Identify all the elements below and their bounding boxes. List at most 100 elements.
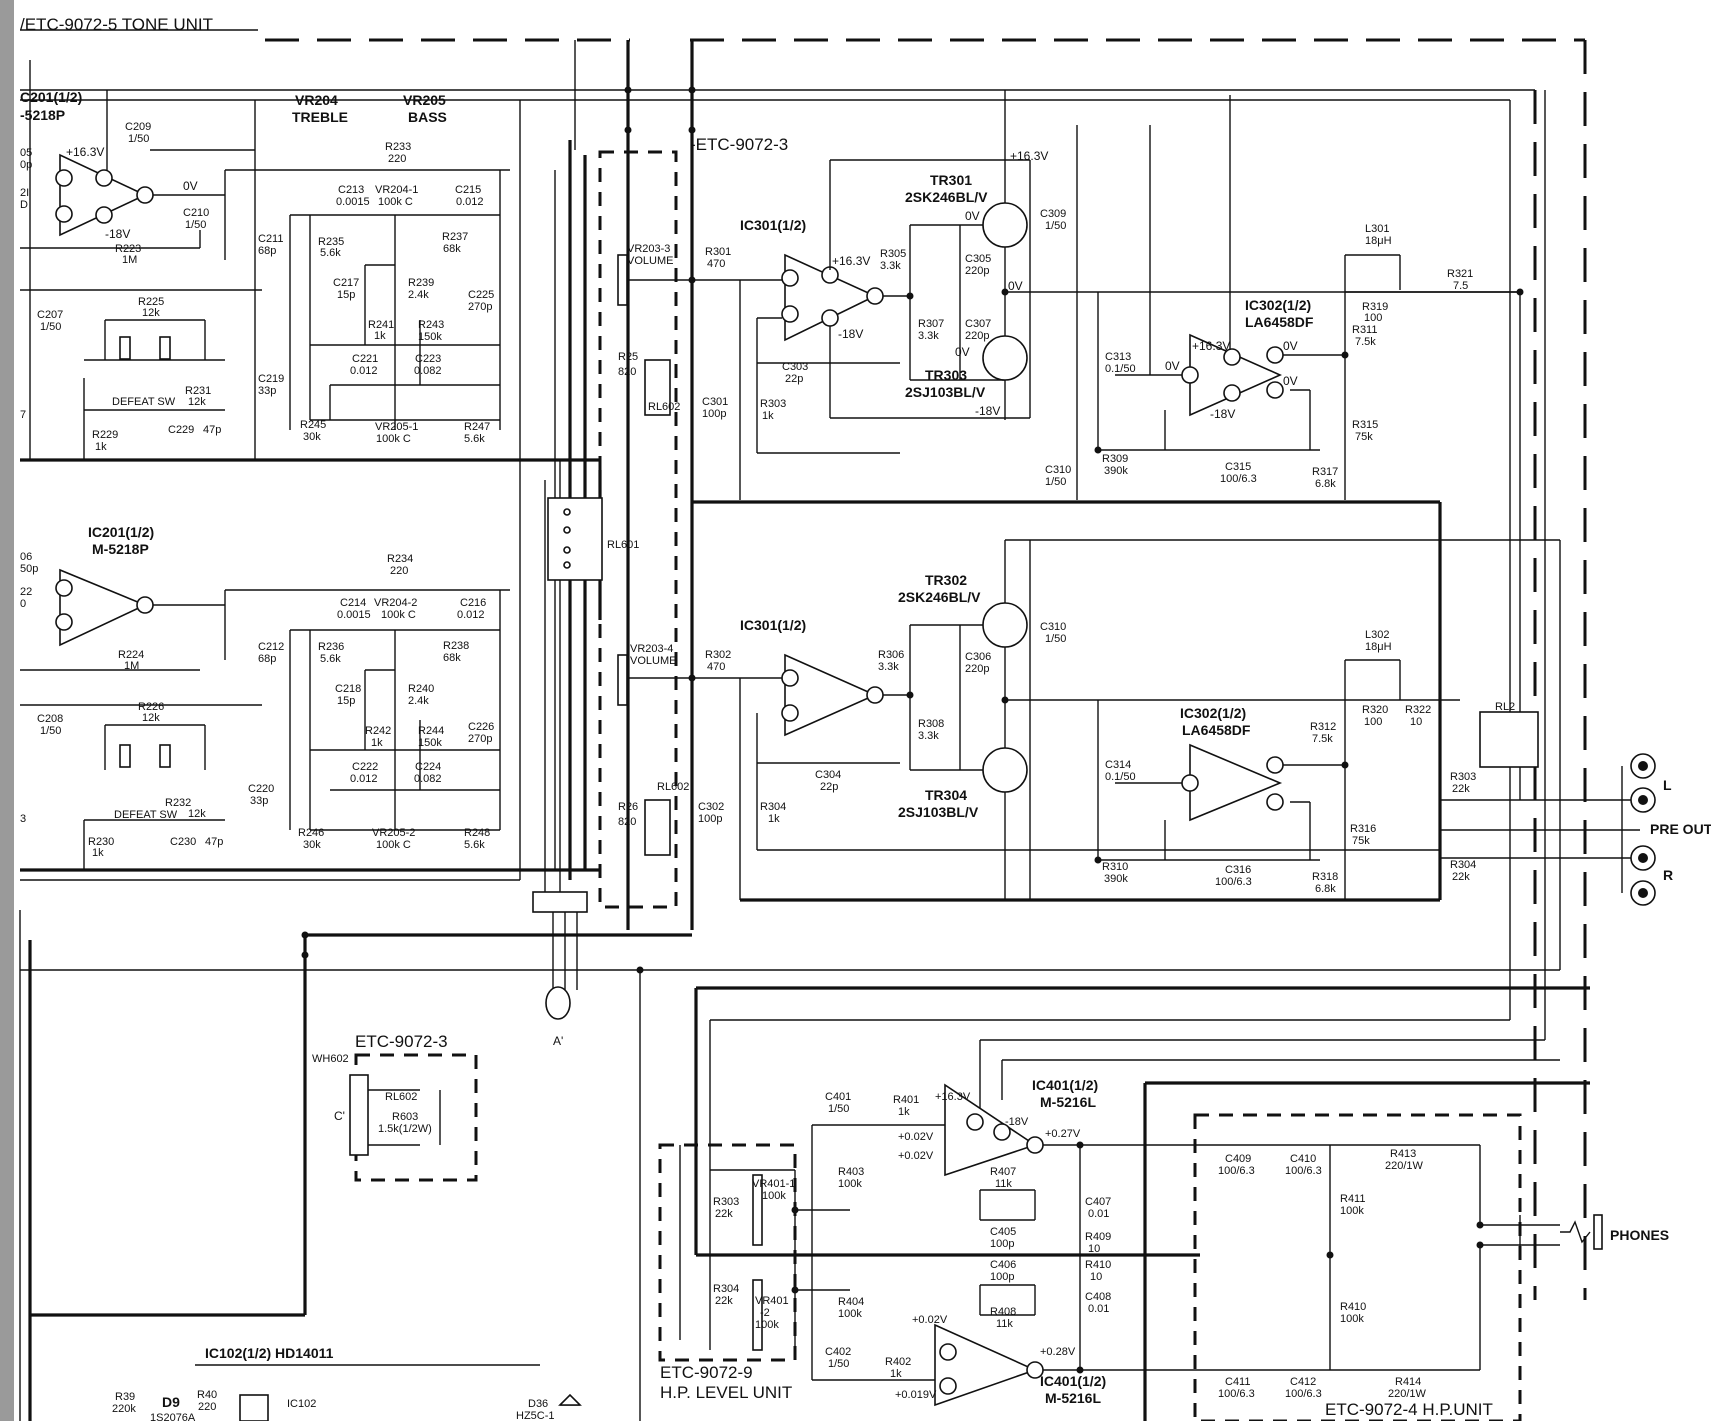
svg-text:3.3k: 3.3k [880,260,901,272]
svg-text:2SK246BL/V: 2SK246BL/V [898,589,981,605]
svg-text:R404: R404 [838,1296,864,1308]
volume-bus [544,140,602,900]
svg-text:C310: C310 [1040,621,1066,633]
svg-text:C412: C412 [1290,1376,1316,1388]
svg-text:12k: 12k [188,808,206,820]
svg-text:L302: L302 [1365,629,1389,641]
svg-text:C405: C405 [990,1226,1016,1238]
svg-text:R410: R410 [1085,1259,1111,1271]
svg-text:12k: 12k [142,712,160,724]
svg-text:R236: R236 [318,641,344,653]
svg-text:100k: 100k [1340,1205,1364,1217]
svg-text:R310: R310 [1102,861,1128,873]
svg-text:1.5k(1/2W): 1.5k(1/2W) [378,1123,432,1135]
svg-text:C212: C212 [258,641,284,653]
svg-text:RL602: RL602 [657,781,689,793]
svg-text:7: 7 [20,409,26,421]
svg-text:M-5216L: M-5216L [1040,1094,1096,1110]
svg-text:220: 220 [388,153,406,165]
svg-text:VR203-4: VR203-4 [630,643,673,655]
ic201-lower-opamp [59,568,147,647]
svg-text:R40: R40 [197,1389,217,1401]
svg-text:100k C: 100k C [376,839,411,851]
svg-text:R320: R320 [1362,704,1388,716]
svg-text:47p: 47p [205,836,223,848]
svg-text:0.012: 0.012 [456,196,484,208]
svg-text:R39: R39 [115,1391,135,1403]
svg-text:33p: 33p [258,385,276,397]
svg-text:VR401-1: VR401-1 [752,1178,795,1190]
svg-text:C215: C215 [455,184,481,196]
svg-text:C411: C411 [1225,1376,1250,1388]
svg-text:R248: R248 [464,827,490,839]
svg-text:100/6.3: 100/6.3 [1285,1165,1322,1177]
svg-text:R225: R225 [138,296,164,308]
svg-text:50p: 50p [20,563,38,575]
svg-text:R303: R303 [713,1196,739,1208]
svg-text:10: 10 [1090,1271,1102,1283]
svg-text:75k: 75k [1352,835,1370,847]
svg-text:M-5218P: M-5218P [92,541,149,557]
svg-text:1/50: 1/50 [828,1103,849,1115]
svg-text:R243: R243 [418,319,444,331]
svg-text:C209: C209 [125,121,151,133]
svg-text:3: 3 [20,813,26,825]
svg-text:390k: 390k [1104,465,1128,477]
svg-text:-18V: -18V [105,227,130,241]
svg-text:R237: R237 [442,231,468,243]
svg-text:22k: 22k [715,1295,733,1307]
svg-text:1/50: 1/50 [828,1358,849,1370]
ic102-labels: IC102(1/2) HD14011 R39 220k D9 1S2076A R… [112,1345,555,1421]
svg-text:R240: R240 [408,683,434,695]
svg-text:R303: R303 [760,398,786,410]
svg-text:1M: 1M [122,254,137,266]
svg-text:R317: R317 [1312,466,1338,478]
svg-text:LA6458DF: LA6458DF [1182,722,1251,738]
svg-text:18μH: 18μH [1365,235,1392,247]
svg-text:220p: 220p [965,265,989,277]
svg-text:R309: R309 [1102,453,1128,465]
hp-unit-labels: C409 100/6.3 C410 100/6.3 R413 220/1W R4… [1218,1148,1427,1400]
ic401-upper-opamp [944,1083,1037,1177]
pre-out-label: PRE OUT [1650,821,1711,837]
svg-text:+16.3V: +16.3V [1192,339,1230,353]
svg-text:R242: R242 [365,725,391,737]
svg-text:1M: 1M [124,660,139,672]
svg-text:C315: C315 [1225,461,1251,473]
svg-text:0.0015: 0.0015 [337,609,371,621]
relay-box-labels: WH602 RL602 R603 1.5k(1/2W) [312,1053,432,1135]
svg-text:R230: R230 [88,836,114,848]
svg-text:R245: R245 [300,419,326,431]
svg-text:22p: 22p [820,781,838,793]
tone-unit-title: /ETC-9072-5 TONE UNIT [20,15,213,34]
svg-text:270p: 270p [468,301,492,313]
svg-text:TREBLE: TREBLE [292,109,348,125]
svg-text:18μH: 18μH [1365,641,1392,653]
svg-text:IC401(1/2): IC401(1/2) [1032,1077,1098,1093]
svg-text:11k: 11k [996,1318,1013,1330]
left-label: L [1663,777,1672,793]
svg-text:R244: R244 [418,725,444,737]
svg-text:22p: 22p [785,373,803,385]
svg-text:05: 05 [20,147,32,159]
svg-text:R224: R224 [118,649,144,661]
svg-text:VR205-2: VR205-2 [372,827,415,839]
svg-text:C306: C306 [965,651,991,663]
svg-text:0.01: 0.01 [1088,1303,1109,1315]
svg-text:100: 100 [1364,312,1382,324]
svg-text:0.082: 0.082 [414,365,442,377]
svg-text:-18V: -18V [1210,407,1235,421]
svg-text:C307: C307 [965,318,991,330]
svg-text:R403: R403 [838,1166,864,1178]
hp-level-labels: R303 22k VR401-1 100k R304 22k VR401 -2 … [713,1077,1111,1406]
unit-borders [19,29,1590,1421]
volume-labels: VR203-3 VOLUME R25 820 RL602 RL601 VR203… [607,243,689,828]
ic102-area [195,1364,582,1421]
svg-text:100k: 100k [838,1308,862,1320]
svg-text:R26: R26 [618,801,638,813]
svg-text:100/6.3: 100/6.3 [1218,1165,1255,1177]
svg-text:R239: R239 [408,277,434,289]
svg-text:R409: R409 [1085,1231,1111,1243]
svg-text:7.5k: 7.5k [1355,336,1376,348]
svg-text:2SJ103BL/V: 2SJ103BL/V [905,384,986,400]
